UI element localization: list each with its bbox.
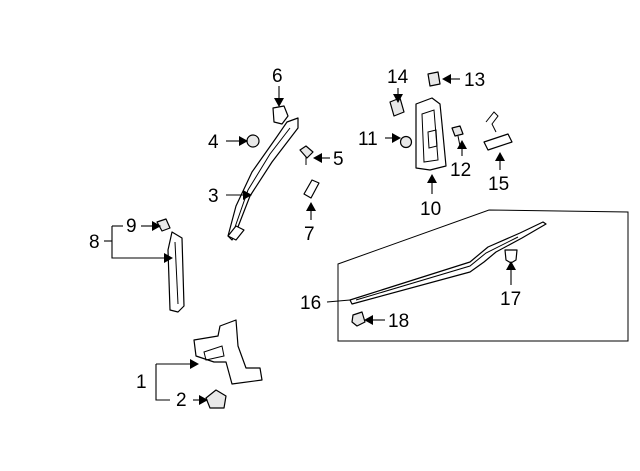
nut-18-part: [351, 311, 366, 327]
clip-9-part: [156, 218, 171, 232]
callout-15: 15: [488, 174, 509, 195]
clip-13-part: [427, 71, 441, 87]
fastener-11-part: [399, 135, 413, 149]
b-pillar-upper-trim: [415, 97, 447, 171]
callout-9: 9: [126, 216, 137, 237]
callout-17: 17: [500, 289, 521, 310]
callout-10: 10: [420, 199, 441, 220]
screw-12-part: [451, 125, 464, 137]
callout-8: 8: [89, 232, 100, 253]
callout-4: 4: [208, 132, 219, 153]
clip-7-part: [303, 179, 320, 199]
callout-7: 7: [304, 224, 315, 245]
callout-12: 12: [450, 160, 471, 181]
callout-1: 1: [136, 372, 147, 393]
clip-17-part: [504, 249, 518, 264]
callout-11: 11: [358, 129, 378, 150]
callout-16: 16: [300, 293, 321, 314]
callout-13: 13: [464, 70, 485, 91]
callout-5: 5: [333, 149, 344, 170]
a-pillar-trim: [227, 117, 299, 241]
belt-guide-15-part: [483, 111, 513, 151]
clip-6-part: [272, 105, 289, 125]
kick-panel-trim: [193, 319, 263, 385]
callout-18: 18: [388, 311, 409, 332]
b-pillar-lower-trim: [167, 231, 185, 313]
callout-14: 14: [387, 67, 409, 88]
callout-6: 6: [272, 66, 283, 87]
screw-5-part: [299, 145, 314, 159]
callout-3: 3: [208, 186, 219, 207]
sill-inset-box: [337, 209, 629, 342]
cap-2-part: [205, 389, 227, 409]
callout-2: 2: [176, 390, 187, 411]
fastener-4-part: [246, 134, 260, 148]
